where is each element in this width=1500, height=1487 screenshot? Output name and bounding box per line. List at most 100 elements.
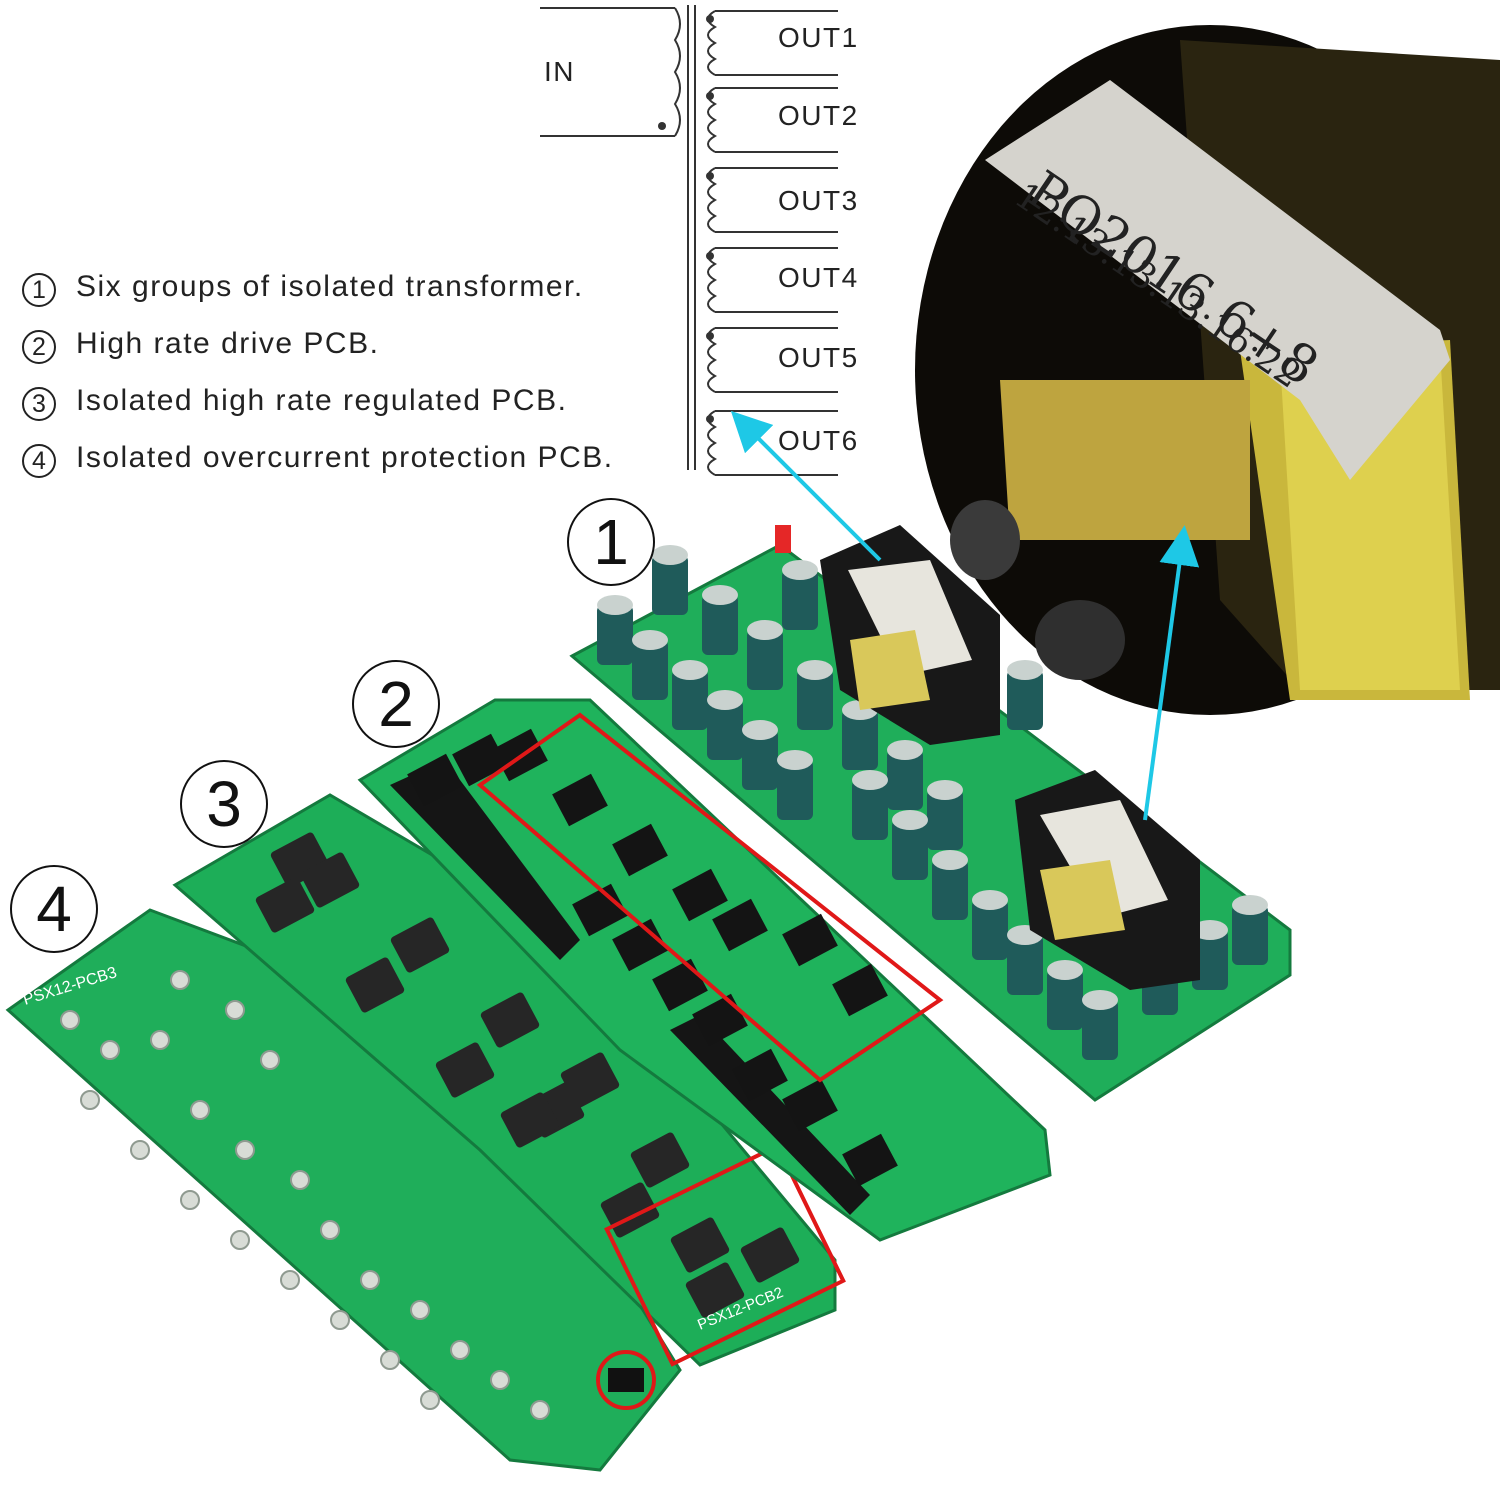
capacitor-top [852,770,888,790]
legend-text: Isolated high rate regulated PCB. [76,384,568,417]
ic-chip [712,898,768,952]
capacitor-top [632,630,668,650]
inductor [435,1042,495,1098]
capacitor [1007,935,1043,995]
capacitor [797,670,833,730]
solder-pad [280,1270,300,1290]
out-label-2: OUT2 [778,100,859,131]
capacitor [597,605,633,665]
transformer-closeup [915,25,1500,715]
legend-item: 4 Isolated overcurrent protection PCB. [22,437,662,494]
capacitor [1007,670,1043,730]
legend-text: Isolated overcurrent protection PCB. [76,441,614,474]
ic-chip [612,918,668,972]
capacitor-top [797,660,833,680]
capacitor [777,760,813,820]
board-marker-3: 3 [180,760,268,848]
capacitor [852,780,888,840]
solder-pad [230,1230,250,1250]
solder-pad [330,1310,350,1330]
polarity-dot [706,415,714,423]
capacitor [742,730,778,790]
solder-pad [100,1040,120,1060]
inductor [500,1092,560,1148]
pin-header-right [670,1015,870,1215]
capacitor-top [747,620,783,640]
legend-item: 2 High rate drive PCB. [22,323,662,380]
pot-label: 20K [1042,720,1072,745]
pcb-board-2 [357,698,1052,1242]
inductor [300,852,360,908]
capacitor [652,555,688,615]
capacitor-top [707,690,743,710]
ic-chip [672,868,728,922]
capacitor-top [597,595,633,615]
capacitor [702,595,738,655]
legend-item: 1 Six groups of isolated transformer. [22,266,662,323]
inductor [390,917,450,973]
inductor [560,1052,620,1108]
out-label-6: OUT6 [778,425,859,456]
ic-chip [782,913,838,967]
capacitor [927,790,963,850]
drive-highlight [476,712,944,1083]
capacitor [972,900,1008,960]
legend-text: High rate drive PCB. [76,327,380,360]
solder-pad [235,1140,255,1160]
solder-pad [450,1340,470,1360]
pcb-board-3: PSX12-PCB2 [172,793,846,1367]
solder-pad [530,1400,550,1420]
capacitor-top [1047,960,1083,980]
solder-pad [60,1010,80,1030]
transformer-1 [820,525,1000,745]
polarity-dot [706,15,714,23]
solder-pad [380,1350,400,1370]
solder-pad [80,1090,100,1110]
capacitor-top [782,560,818,580]
ic-chip [552,773,608,827]
legend-number: 1 [22,273,56,307]
ic-chip [832,963,888,1017]
capacitor [632,640,668,700]
ic-chip [612,823,668,877]
ic-chip [452,733,508,787]
inductor [630,1132,690,1188]
ic-chip [782,1078,838,1132]
capacitor [887,750,923,810]
solder-pad [260,1050,280,1070]
capacitor-top [892,810,928,830]
solder-pad [490,1370,510,1390]
regulator-highlight [604,1143,846,1367]
capacitor-top [742,720,778,740]
led-indicator [775,525,791,553]
out-label-4: OUT4 [778,262,859,293]
capacitor [782,570,818,630]
capacitor [747,630,783,690]
solder-pad [130,1140,150,1160]
capacitor [842,710,878,770]
polarity-dot [706,92,714,100]
pcb-board-4: PSX12-PCB3 [5,908,682,1472]
inductor [685,1262,745,1318]
solder-pad [420,1390,440,1410]
solder-pad [225,1000,245,1020]
solder-pad [170,970,190,990]
solder-pad [180,1190,200,1210]
ic-chip [842,1133,898,1187]
capacitor [892,820,928,880]
capacitor-top [777,750,813,770]
transformer-2 [1015,770,1200,990]
capacitor [1232,905,1268,965]
overcurrent-highlight [596,1350,656,1410]
capacitor [1082,1000,1118,1060]
board-marker-1: 1 [567,498,655,586]
polarity-dot [706,332,714,340]
capacitor-top [887,740,923,760]
pin-header-left [390,760,580,960]
arrow-to-closeup [1143,525,1200,821]
board-marker-4: 4 [10,865,98,953]
capacitor-top [1232,895,1268,915]
capacitor [707,700,743,760]
